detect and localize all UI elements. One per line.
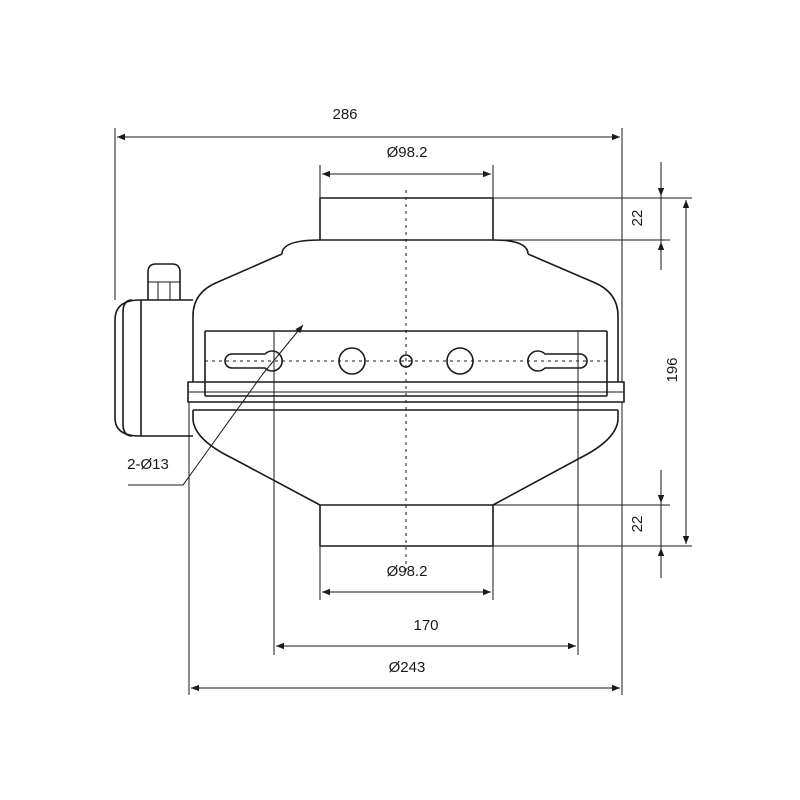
extension-lines bbox=[114, 128, 692, 695]
dim-286-label: 286 bbox=[332, 106, 357, 123]
upper-shoulder bbox=[192, 253, 283, 382]
terminal-box bbox=[114, 263, 193, 437]
dim-98-bottom-label: Ø98.2 bbox=[387, 563, 428, 580]
dim-22-bottom-label: 22 bbox=[629, 516, 646, 533]
dimension-lines bbox=[117, 133, 690, 692]
right-keyhole-slot bbox=[527, 350, 588, 372]
cable-gland bbox=[147, 263, 181, 300]
dim-98-top-label: Ø98.2 bbox=[387, 144, 428, 161]
dimension-labels: 286 Ø98.2 22 196 2-Ø13 22 Ø98.2 170 Ø243 bbox=[127, 106, 681, 676]
upper-shoulder-right bbox=[527, 253, 619, 382]
dim-196-label: 196 bbox=[664, 357, 681, 382]
dim-170-label: 170 bbox=[413, 617, 438, 634]
flange-band bbox=[187, 381, 625, 403]
hole-leader-line bbox=[128, 374, 263, 486]
bottom-outlet-collar bbox=[319, 505, 494, 547]
top-dome bbox=[281, 239, 529, 255]
hole-spec-label: 2-Ø13 bbox=[127, 456, 169, 473]
dim-22-top-label: 22 bbox=[629, 210, 646, 227]
dim-243-label: Ø243 bbox=[389, 659, 426, 676]
